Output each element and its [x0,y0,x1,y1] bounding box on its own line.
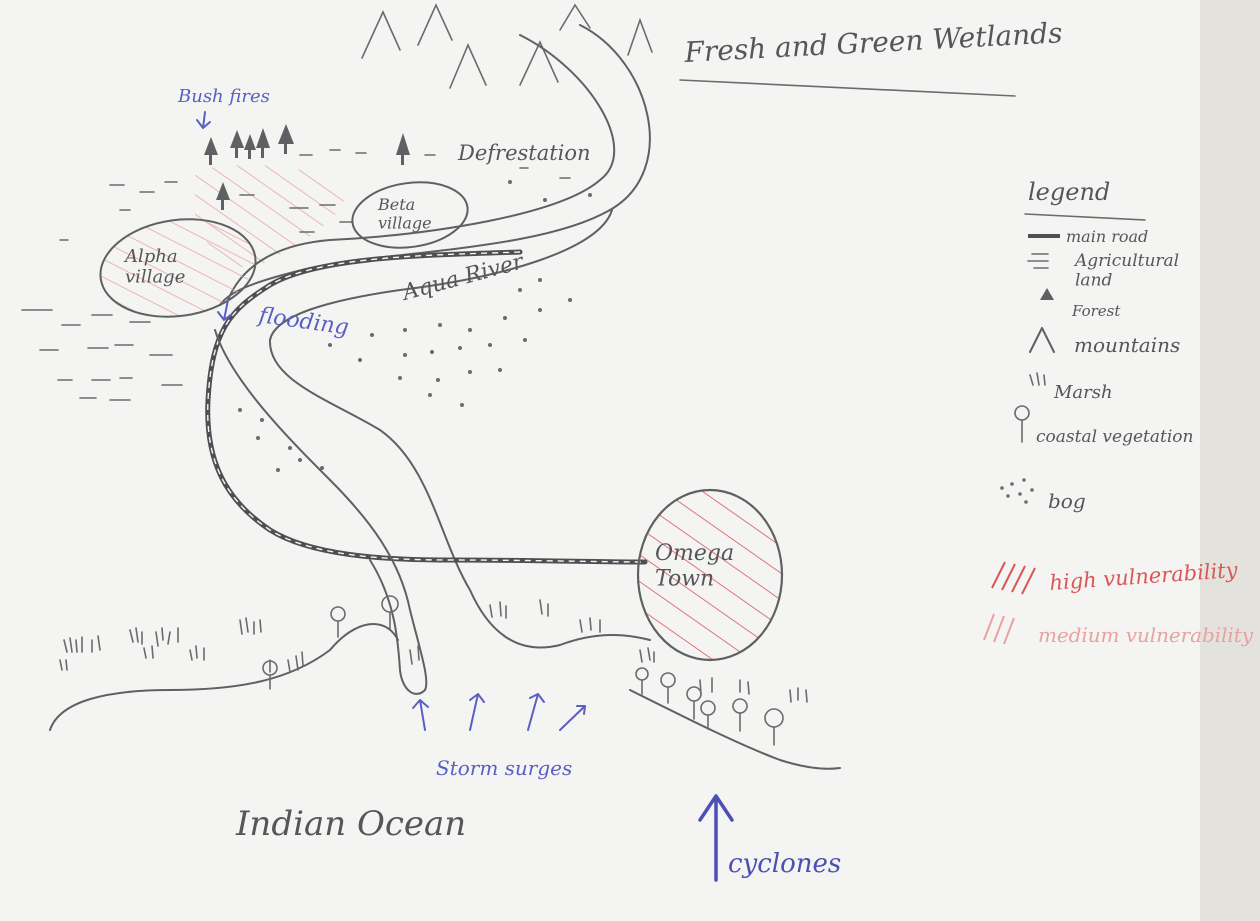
legend-label-marsh: Marsh [1053,382,1113,403]
coastline-west [49,623,399,731]
coastal-vegetation-icon [1014,405,1030,443]
bush-fires-arrow [196,111,211,129]
legend-item-coastal-vegetation: coastal vegetation [1014,405,1193,447]
legend-item-medium-vulnerability: medium vulnerability [983,613,1254,647]
alpha-village-circle [99,218,257,318]
forest [204,124,410,210]
mountain-icon [1029,327,1055,353]
legend-label-forest: Forest [1071,302,1121,320]
medium-vulnerability-icon [983,613,1015,645]
beta-village-circle [351,181,469,249]
title-underline [679,79,1016,97]
aqua-river-lower-bank [268,209,651,649]
coastline-east [629,689,841,770]
main-road-inner [207,251,646,563]
legend-item-marsh: Marsh [1029,372,1113,403]
legend-title-underline [1024,213,1146,221]
agricultural-land-icon [1027,253,1049,269]
legend-label-bog: bog [1048,489,1086,513]
legend-label-mountains: mountains [1074,333,1180,357]
legend-label-main-road: main road [1066,227,1148,246]
mountains [361,3,653,89]
legend-label-coastal-vegetation: coastal vegetation [1036,427,1193,447]
omega-town-circle [636,488,784,662]
deforestation-dashes [299,149,571,179]
agricultural-land [21,181,353,401]
indian-ocean-label: Indian Ocean [235,804,466,844]
storm-surge-arrows [412,693,586,731]
creek-west-bank [214,329,428,695]
legend-title: legend [1028,178,1110,206]
marsh-icon [1029,372,1046,386]
flooding-arrow [217,299,233,321]
forest-icon [1040,288,1054,300]
aqua-river-south-bank [227,34,616,301]
bush-fires-label: Bush fires [177,86,270,107]
storm-surges-label: Storm surges [436,756,572,780]
legend-item-forest: Forest [1040,288,1121,320]
legend-item-main-road: main road [1028,227,1148,246]
marsh [59,599,808,703]
deforestation-label: Defrestation [457,141,591,165]
cyclones-label: cyclones [728,849,841,879]
high-vulnerability-icon [991,561,1036,595]
legend-item-bog: bog [1000,478,1086,513]
paper-edge-shadow [1200,0,1260,921]
coastal-vegetation [262,595,784,746]
cyclone-arrow [698,794,734,882]
aqua-river-north-bank [219,24,651,306]
legend-label-medium-vulnerability: medium vulnerability [1038,623,1254,647]
paper-background [0,0,1200,921]
legend-item-mountains: mountains [1029,327,1180,357]
bog-icon [1000,478,1034,504]
bog [238,180,592,472]
